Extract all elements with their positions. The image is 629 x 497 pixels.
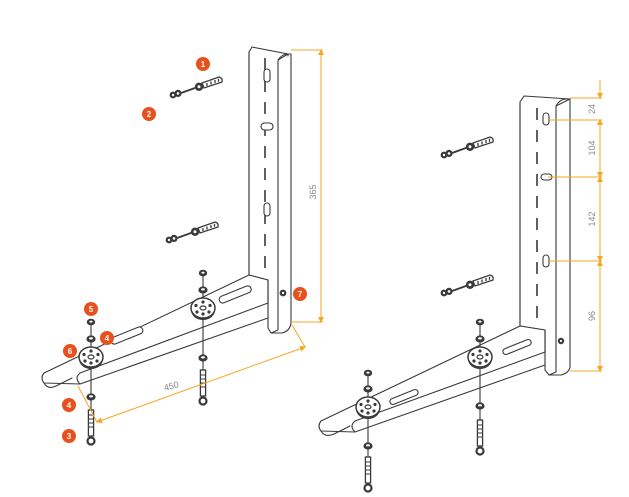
dimension-label-365: 365 [308, 184, 318, 199]
mount-stack-rear [467, 318, 493, 457]
dimension-label-142: 142 [587, 211, 597, 226]
callout-7: 7 [293, 287, 307, 301]
svg-text:6: 6 [68, 347, 73, 356]
dimension-label-450: 450 [163, 379, 180, 392]
right-arm [318, 325, 546, 437]
svg-text:4: 4 [67, 401, 72, 410]
callout-6: 6 [63, 344, 77, 358]
dimension-height: 365 [291, 49, 324, 323]
wall-anchor-icon [439, 274, 494, 298]
frame-bolt-icon [279, 289, 287, 297]
left-bracket-view: 365 450 1 2 3 4 4 5 6 7 [41, 46, 324, 447]
dimension-label-24: 24 [587, 104, 597, 114]
frame-bolt-icon [557, 337, 565, 345]
svg-text:7: 7 [298, 290, 303, 299]
svg-text:2: 2 [147, 110, 152, 119]
mount-stack-front [355, 369, 381, 494]
svg-text:1: 1 [201, 60, 206, 69]
callout-5: 5 [84, 302, 98, 316]
left-arm [41, 274, 269, 389]
callout-3: 3 [62, 429, 76, 443]
callout-1: 1 [196, 57, 210, 71]
left-upright [248, 46, 292, 334]
right-bracket-view: 24 104 142 96 [318, 80, 603, 494]
callout-4-upper: 4 [100, 331, 114, 345]
svg-text:5: 5 [89, 305, 94, 314]
dimension-arm-length: 450 [77, 324, 306, 424]
dimension-chain: 24 104 142 96 [548, 80, 603, 372]
wall-anchor-icon [168, 76, 223, 100]
callout-4-lower: 4 [62, 398, 76, 412]
right-upright [519, 95, 571, 376]
wall-anchor-icon [439, 136, 494, 160]
dimension-label-104: 104 [587, 140, 597, 155]
wall-anchor-icon [164, 221, 219, 245]
mount-stack-front [78, 318, 104, 447]
svg-text:3: 3 [67, 432, 72, 441]
svg-text:4: 4 [105, 334, 110, 343]
dimension-label-96: 96 [587, 311, 597, 321]
callout-2: 2 [142, 107, 156, 121]
